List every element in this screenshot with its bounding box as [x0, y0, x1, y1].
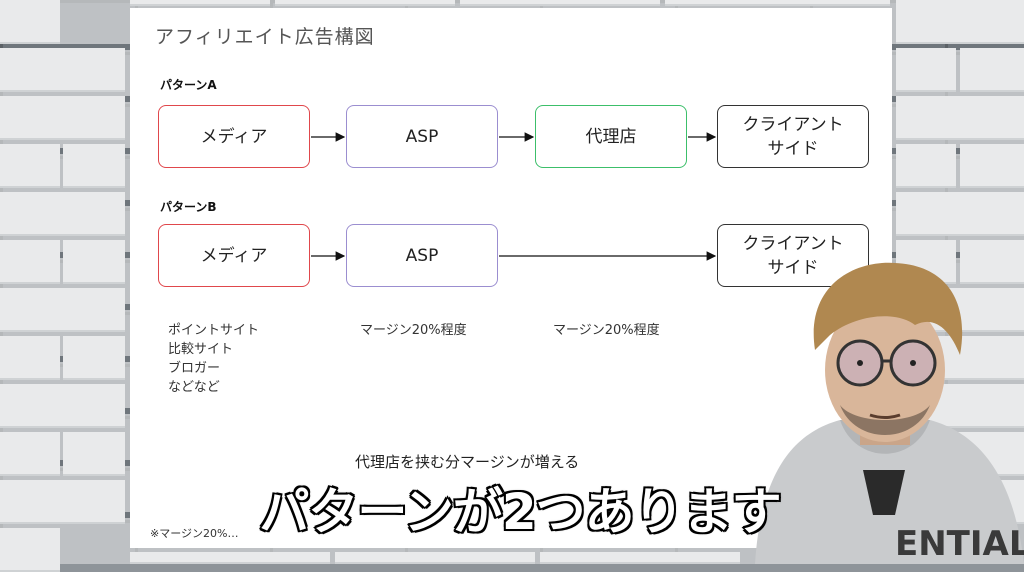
pattern-b-media-node: メディア: [158, 224, 310, 287]
presentation-slide: アフィリエイト広告構図 パターンA メディア ASP 代理店 クライアント サイ…: [130, 8, 892, 548]
asp-margin-note: マージン20%程度: [360, 323, 467, 338]
pattern-a-media-node: メディア: [158, 105, 310, 168]
pattern-a-agency-node: 代理店: [535, 105, 687, 168]
media-example: ポイントサイト: [168, 323, 260, 338]
pattern-b-label: パターンB: [160, 200, 217, 214]
presenter-webcam: ENTIAL: [755, 262, 1024, 564]
pattern-a-label: パターンA: [160, 78, 217, 92]
agency-margin-explanation: 代理店を挟む分マージンが増える: [355, 453, 580, 471]
pattern-a-client-node: クライアント サイド: [717, 105, 869, 168]
video-subtitle: パターンが2つあります: [258, 482, 783, 543]
slide-title: アフィリエイト広告構図: [155, 26, 375, 48]
flow-arrows: [311, 132, 717, 261]
media-example: ブロガー: [168, 361, 221, 376]
svg-text:ENTIAL: ENTIAL: [895, 524, 1024, 564]
pattern-a-asp-node: ASP: [346, 105, 498, 168]
media-examples-list: ポイントサイト 比較サイト ブロガー などなど: [168, 322, 259, 398]
media-example: 比較サイト: [168, 342, 234, 357]
slide-footnote: ※マージン20%…: [150, 527, 239, 540]
pattern-b-asp-node: ASP: [346, 224, 498, 287]
media-example: などなど: [168, 380, 220, 395]
agency-margin-note: マージン20%程度: [553, 323, 660, 338]
